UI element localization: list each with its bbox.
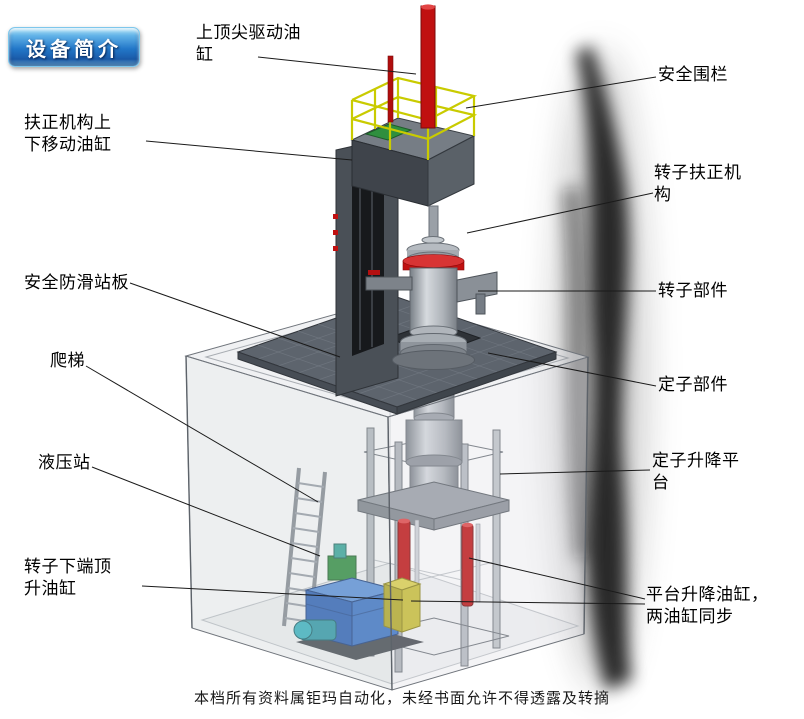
leader-stator-lift-platform — [499, 469, 651, 475]
leader-safety-fence — [465, 76, 657, 109]
label-rotor-centering: 转子扶正机构 — [654, 163, 742, 205]
rotor-assembly — [365, 205, 498, 370]
label-top-drive-cylinder: 上顶尖驱动油缸 — [196, 23, 301, 65]
leader-hydraulic-station — [91, 466, 321, 557]
tower-head — [350, 117, 476, 207]
title-badge: 设备简介 — [8, 27, 140, 67]
title-badge-text: 设备简介 — [26, 38, 122, 61]
label-rotor-part: 转子部件 — [658, 281, 728, 300]
label-antislip-plate: 安全防滑站板 — [24, 273, 129, 292]
label-stator-part: 定子部件 — [658, 375, 728, 394]
leader-centering-cylinder — [145, 140, 353, 161]
label-hydraulic-station: 液压站 — [38, 453, 91, 472]
pit-enclosure-front — [185, 355, 589, 691]
top-drive-cylinder — [387, 4, 436, 129]
leader-rotor-bottom-cylinder — [141, 585, 404, 601]
leader-antislip-plate — [129, 282, 341, 358]
label-centering-cylinder: 扶正机构上下移动油缸 — [24, 113, 112, 155]
label-stator-lift-platform: 定子升降平台 — [652, 451, 740, 493]
leader-ladder — [85, 365, 319, 503]
safety-fence-rails — [350, 76, 478, 160]
leader-top-cylinder — [257, 56, 417, 75]
label-ladder: 爬梯 — [50, 351, 85, 370]
tower-column — [333, 135, 399, 397]
footer-disclaimer: 本档所有资料属钜玛自动化，未经书面允许不得透露及转摘 — [193, 690, 610, 707]
leader-rotor-centering — [466, 192, 654, 234]
shadow-smudge — [554, 46, 646, 690]
label-rotor-bottom-cylinder: 转子下端顶升油缸 — [24, 557, 112, 599]
leader-lines — [85, 56, 657, 605]
label-safety-fence: 安全围栏 — [658, 65, 728, 84]
label-platform-lift-cylinders: 平台升降油缸，两油缸同步 — [646, 585, 769, 627]
leader-platform-cylinder-a — [468, 557, 646, 600]
leader-stator-part — [487, 352, 657, 387]
leader-platform-cylinder-b — [410, 600, 646, 605]
